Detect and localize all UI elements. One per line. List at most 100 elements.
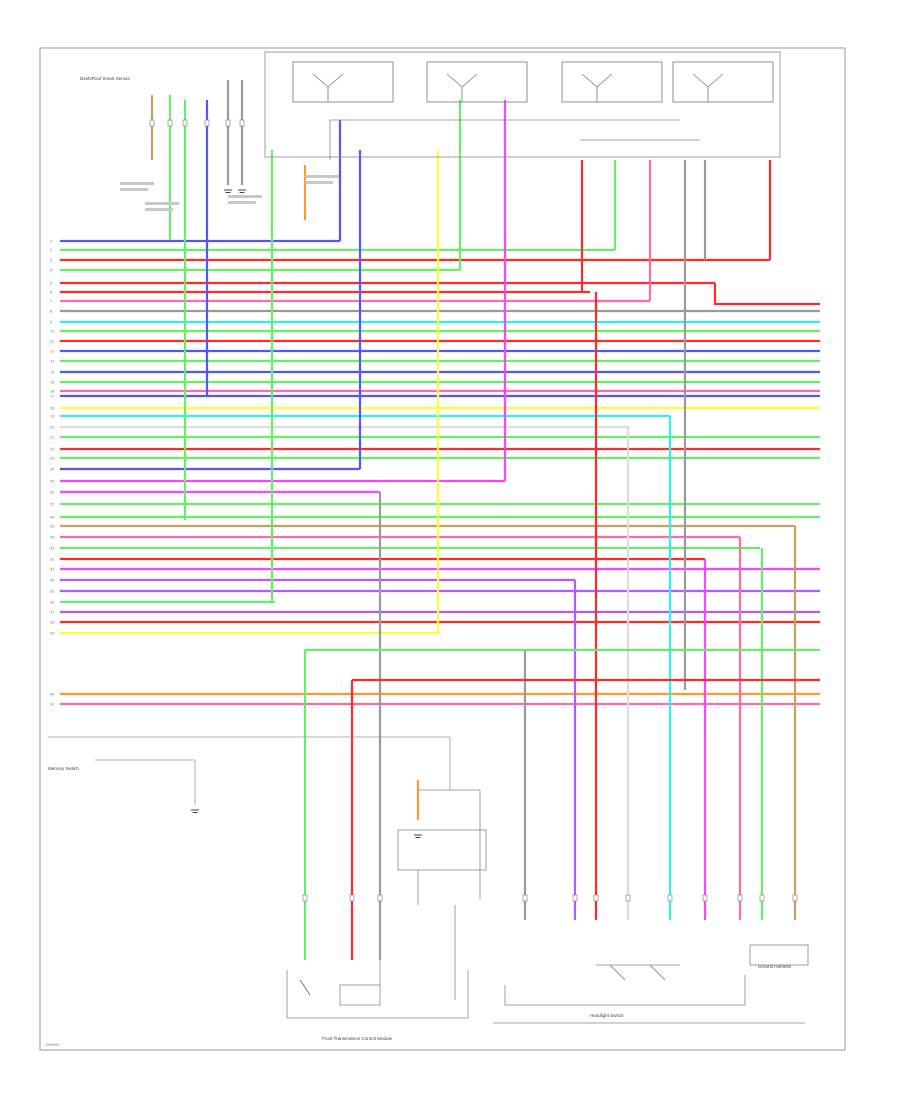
label-mark	[145, 208, 173, 211]
terminal	[737, 894, 743, 902]
bus-wire	[713, 283, 820, 306]
terminal	[593, 894, 599, 902]
relay-box	[561, 61, 663, 103]
caption-switch-bottom: Headlight Switch	[590, 1013, 624, 1018]
pin-number: 15	[50, 380, 55, 385]
label-mark	[120, 182, 154, 185]
label-mark	[228, 195, 262, 198]
terminal	[522, 894, 528, 902]
label-mark	[228, 201, 256, 204]
switch-wire	[504, 975, 746, 1006]
switch-contact	[299, 979, 311, 996]
pin-number: 23	[50, 456, 55, 461]
terminal	[182, 119, 188, 127]
pin-number: 28	[50, 515, 55, 520]
pin-number: 22	[50, 447, 55, 452]
relay-contact	[692, 73, 709, 102]
relay-box	[292, 61, 394, 103]
terminal	[239, 119, 245, 127]
pin-number: 9	[50, 320, 53, 325]
components	[48, 51, 809, 1024]
relay-contact	[596, 73, 613, 88]
switch-contact	[649, 964, 666, 981]
pin-number: 13	[50, 359, 55, 364]
terminal	[149, 119, 155, 127]
pin-number: 34	[50, 578, 55, 583]
diagram-border	[39, 47, 846, 1051]
terminal	[572, 894, 578, 902]
module-box	[749, 944, 809, 966]
pin-number: 24	[50, 467, 55, 472]
pin-number: 25	[50, 479, 55, 484]
module-box	[397, 829, 487, 871]
terminal	[667, 894, 673, 902]
pin-number: 39	[50, 631, 55, 636]
pin-number: 10	[50, 329, 55, 334]
pin-number: 14	[50, 370, 55, 375]
pin-number: 33	[50, 567, 55, 572]
pin-number: 1	[50, 239, 53, 244]
terminal	[204, 119, 210, 127]
pin-number: 16	[50, 389, 55, 394]
figure-ref: W9999	[46, 1042, 59, 1047]
switch-contact	[609, 964, 626, 981]
terminal	[302, 894, 308, 902]
pin-number: 6	[50, 290, 53, 295]
pin-number: 36	[50, 600, 55, 605]
terminal	[167, 119, 173, 127]
pin-number: 3	[50, 258, 53, 263]
pin-number: 32	[50, 557, 55, 562]
pin-number: 12	[50, 349, 55, 354]
pin-number: 40	[50, 692, 55, 697]
label-mark	[305, 181, 333, 184]
pin-number: 8	[50, 309, 53, 314]
pin-number: 30	[50, 535, 55, 540]
pin-number: 37	[50, 610, 55, 615]
caption-bottom-left: Memory Switch	[48, 766, 79, 771]
pin-number: 21	[50, 435, 55, 440]
relay-contact	[446, 73, 463, 102]
pin-number: 35	[50, 589, 55, 594]
pin-number: 18	[50, 406, 55, 411]
terminal	[225, 119, 231, 127]
pin-number: 29	[50, 524, 55, 529]
pin-number: 19	[50, 414, 55, 419]
pin-number: 26	[50, 490, 55, 495]
relay-contact	[581, 73, 598, 102]
terminal	[759, 894, 765, 902]
module-outline	[286, 970, 469, 1019]
pin-number: 2	[50, 248, 53, 253]
terminal	[349, 894, 355, 902]
caption-ground-right: Ground Harness	[758, 964, 792, 969]
connector-housing	[264, 51, 781, 158]
module-box	[339, 984, 381, 1006]
terminal	[702, 894, 708, 902]
label-mark	[305, 175, 339, 178]
relay-box	[672, 61, 774, 103]
label-mark	[145, 202, 179, 205]
pin-number: 4	[50, 268, 53, 273]
pin-number: 7	[50, 299, 53, 304]
terminal	[625, 894, 631, 902]
pin-number: 20	[50, 425, 55, 430]
pin-number: 17	[50, 394, 55, 399]
pin-number: 31	[50, 546, 55, 551]
pin-number: 41	[50, 702, 55, 707]
relay-contact	[327, 73, 344, 88]
caption-top-left: Dash/Roof Smart Sensor	[80, 76, 131, 81]
caption-trans-module: Front Transmission Control Module	[322, 1036, 393, 1041]
pin-numbers: 1234567891011121314151617181920212223242…	[50, 239, 55, 707]
pin-number: 38	[50, 620, 55, 625]
label-mark	[120, 188, 148, 191]
relay-box	[426, 61, 528, 103]
pin-number: 27	[50, 502, 55, 507]
vertical-wires	[150, 80, 820, 960]
relay-contact	[461, 73, 478, 88]
terminal	[792, 894, 798, 902]
relay-contact	[312, 73, 329, 102]
bus-wires	[60, 239, 820, 706]
relay-contact	[707, 73, 724, 88]
pin-number: 11	[50, 339, 55, 344]
pin-number: 5	[50, 281, 53, 286]
